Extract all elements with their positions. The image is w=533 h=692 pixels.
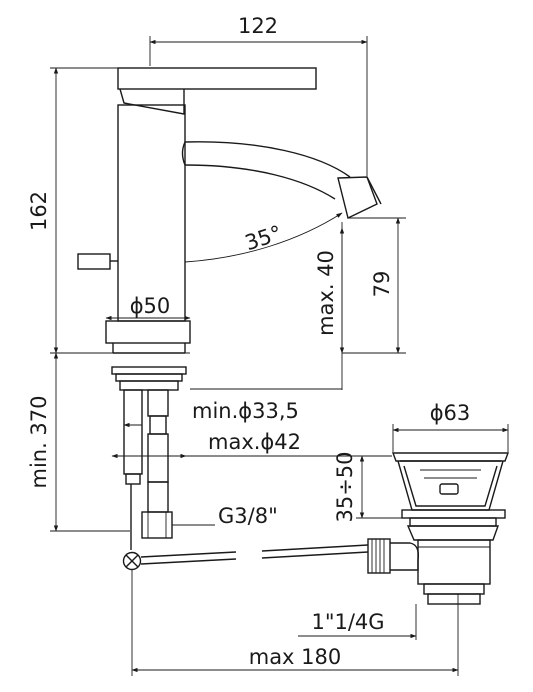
faucet-body xyxy=(77,67,317,354)
dimension-labels: 122 162 35° max. 40 79 ϕ50 min. 370 min.… xyxy=(27,14,470,669)
label-min-hole: min.ϕ33,5 xyxy=(192,399,299,423)
label-spout-height: 79 xyxy=(370,271,394,298)
label-max-reach: max 180 xyxy=(249,645,342,669)
label-max-hole: max.ϕ42 xyxy=(208,430,301,454)
label-waste-range: 35÷50 xyxy=(333,451,357,522)
label-waste-thread: 1"1/4G xyxy=(311,610,384,634)
popup-linkage xyxy=(122,544,369,571)
label-spout-angle: 35° xyxy=(242,221,285,255)
dimension-lines xyxy=(50,36,509,676)
label-body-diameter: ϕ50 xyxy=(130,294,171,318)
label-min-installation: min. 370 xyxy=(27,395,51,488)
label-overall-width: 122 xyxy=(238,14,278,38)
label-overall-height: 162 xyxy=(27,191,51,231)
label-spout-clearance: max. 40 xyxy=(314,250,338,336)
label-inlet-thread: G3/8" xyxy=(218,504,278,528)
faucet-spout xyxy=(181,141,382,220)
label-waste-diameter: ϕ63 xyxy=(430,401,471,425)
waste-drain xyxy=(367,452,510,605)
shank-and-hoses xyxy=(111,366,187,550)
